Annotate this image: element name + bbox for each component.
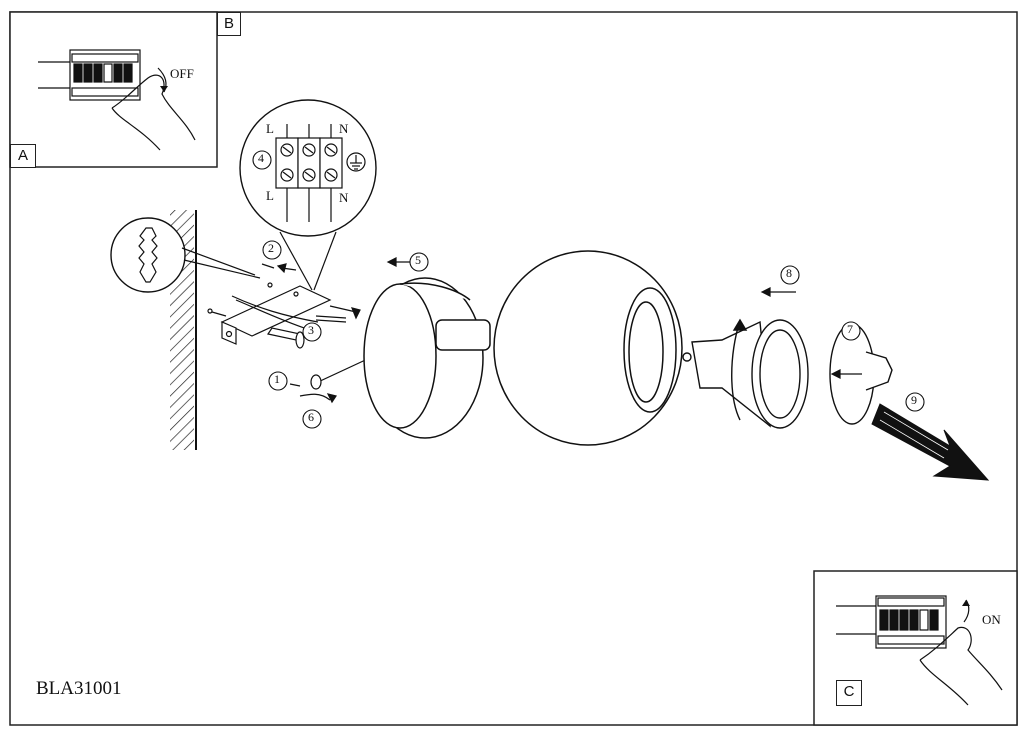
step-number: 3 <box>308 323 314 337</box>
terminal-label-l-bottom: L <box>266 188 274 203</box>
fuse-box-icon <box>836 595 947 649</box>
hand-icon <box>919 626 1003 706</box>
step-number: 8 <box>786 266 792 280</box>
wall-plug-icon <box>138 227 158 283</box>
panel-switch-off <box>9 11 218 168</box>
step-2-circle <box>262 240 282 260</box>
step-8-circle <box>780 265 800 285</box>
step-1-circle <box>268 371 288 391</box>
panel-label-c: C <box>836 680 862 706</box>
terminal-label-n-top: N <box>339 121 349 136</box>
step-number: 1 <box>274 372 280 386</box>
step-number: 9 <box>911 393 917 407</box>
light-bulb <box>682 318 809 429</box>
ground-symbol-icon <box>346 152 366 172</box>
step-number: 7 <box>847 322 853 336</box>
step-number: 5 <box>415 253 421 267</box>
step-9-circle <box>905 392 925 412</box>
wall-plug-detail <box>110 217 261 293</box>
step-6-circle <box>302 409 322 429</box>
fuse-box-icon <box>38 49 141 101</box>
switch-on-label: ON <box>982 612 1001 627</box>
panel-label-b: B <box>217 12 241 36</box>
switch-off-label: OFF <box>170 66 194 81</box>
step-number: 4 <box>258 151 264 165</box>
step-3-circle <box>302 322 322 342</box>
terminal-label-l-top: L <box>266 121 274 136</box>
model-number: BLA31001 <box>36 678 122 699</box>
panel-label-a: A <box>10 144 36 168</box>
step-number: 6 <box>308 410 314 424</box>
hand-icon <box>111 74 196 151</box>
remove-arrow-icon <box>871 403 990 481</box>
mounting-bracket <box>207 263 361 349</box>
lamp-globe <box>435 250 683 446</box>
step-7-circle <box>841 321 861 341</box>
page-border <box>9 11 1018 726</box>
direction-arrows <box>276 257 862 404</box>
canopy <box>363 277 484 439</box>
step-number: 2 <box>268 241 274 255</box>
step-4-circle <box>252 150 272 170</box>
step-5-circle <box>409 252 429 272</box>
panel-switch-on <box>813 570 1018 726</box>
terminal-label-n-bottom: N <box>339 190 349 205</box>
terminal-block-detail <box>239 99 377 291</box>
